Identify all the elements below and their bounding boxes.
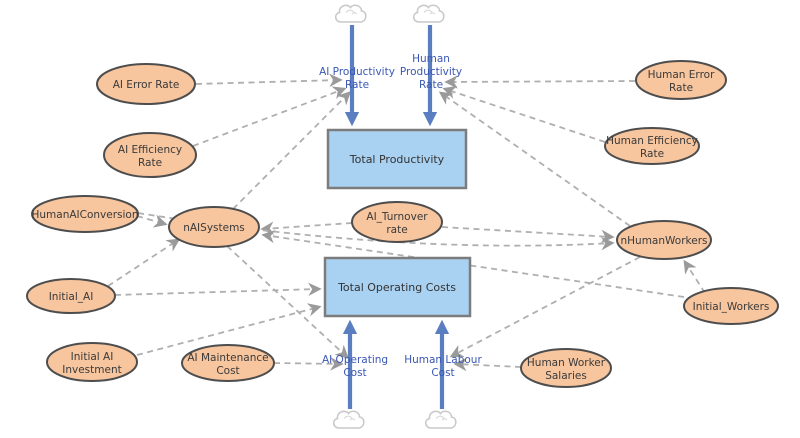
cloud-icon[interactable] [412,4,445,23]
variable-label: HumanAIConversion [31,209,138,221]
link-ai-efficiency-rate-to-ai-productivity-rate[interactable] [192,86,347,147]
variable-ellipse[interactable] [616,220,712,260]
link-n-ai-systems-to-ai-productivity-rate[interactable] [232,91,351,210]
variable-n-human-workers[interactable]: nHumanWorkers [616,220,712,260]
stock-label: Total Productivity [349,153,445,166]
variable-ellipse[interactable] [351,201,443,243]
variable-label: nAISystems [183,222,245,234]
flows [332,4,457,429]
variable-ellipse[interactable] [635,60,727,100]
stock-rect[interactable] [323,256,472,318]
stock-rect[interactable] [326,128,468,190]
cloud-icon[interactable] [332,410,365,429]
variable-label: nHumanWorkers [621,235,708,247]
link-human-ai-conversion-to-n-ai-systems[interactable] [136,214,168,228]
stock-label: Total Operating Costs [337,281,456,294]
variable-ellipse[interactable] [683,287,779,325]
link-human-worker-salaries-to-human-labour-cost[interactable] [453,357,522,372]
variable-ellipse[interactable] [520,348,612,388]
link-ai-turnover-rate-to-n-ai-systems[interactable] [260,221,353,236]
variable-ellipse[interactable] [96,63,196,105]
variable-ellipse[interactable] [46,342,138,382]
variable-initial-ai[interactable]: Initial_AI [26,278,116,314]
variable-ai-error-rate[interactable]: AI Error Rate [96,63,196,105]
variable-ellipse[interactable] [168,206,260,248]
variable-n-ai-systems[interactable]: nAISystems [168,206,260,248]
link-ai-turnover-rate-to-n-human-workers[interactable] [441,226,615,244]
variable-label: Initial_Workers [693,301,770,313]
variable-human-ai-conversion[interactable]: HumanAIConversion [31,195,139,233]
stock-total-productivity[interactable]: Total Productivity [326,128,468,190]
link-ai-maintenance-cost-to-ai-operating-cost[interactable] [273,357,344,371]
influence-links [107,73,706,372]
link-initial-ai-to-n-ai-systems[interactable] [107,238,181,287]
link-ai-error-rate-to-ai-productivity-rate[interactable] [195,73,343,88]
link-n-human-workers-to-human-labour-cost[interactable] [449,256,641,358]
link-initial-workers-to-n-ai-systems[interactable] [261,229,685,298]
variable-ellipse[interactable] [604,127,700,165]
variable-ellipse[interactable] [103,132,197,178]
link-human-efficiency-rate-to-human-productivity-rate[interactable] [442,85,606,143]
variable-ellipse[interactable] [31,195,139,233]
variable-label: AI Error Rate [113,79,180,91]
link-initial-workers-to-n-human-workers[interactable] [683,259,706,294]
link-initial-ai-to-total-operating-costs[interactable] [114,282,322,297]
variable-ellipse[interactable] [26,278,116,314]
link-human-error-rate-to-human-productivity-rate[interactable] [444,75,636,89]
variable-ellipse[interactable] [181,344,275,382]
link-n-human-workers-to-human-productivity-rate[interactable] [438,91,631,227]
variable-initial-workers[interactable]: Initial_Workers [683,287,779,325]
stock-total-operating-costs[interactable]: Total Operating Costs [323,256,472,318]
variable-label: Initial_AI [49,291,94,303]
cloud-icon[interactable] [334,4,367,23]
cloud-icon[interactable] [424,410,457,429]
